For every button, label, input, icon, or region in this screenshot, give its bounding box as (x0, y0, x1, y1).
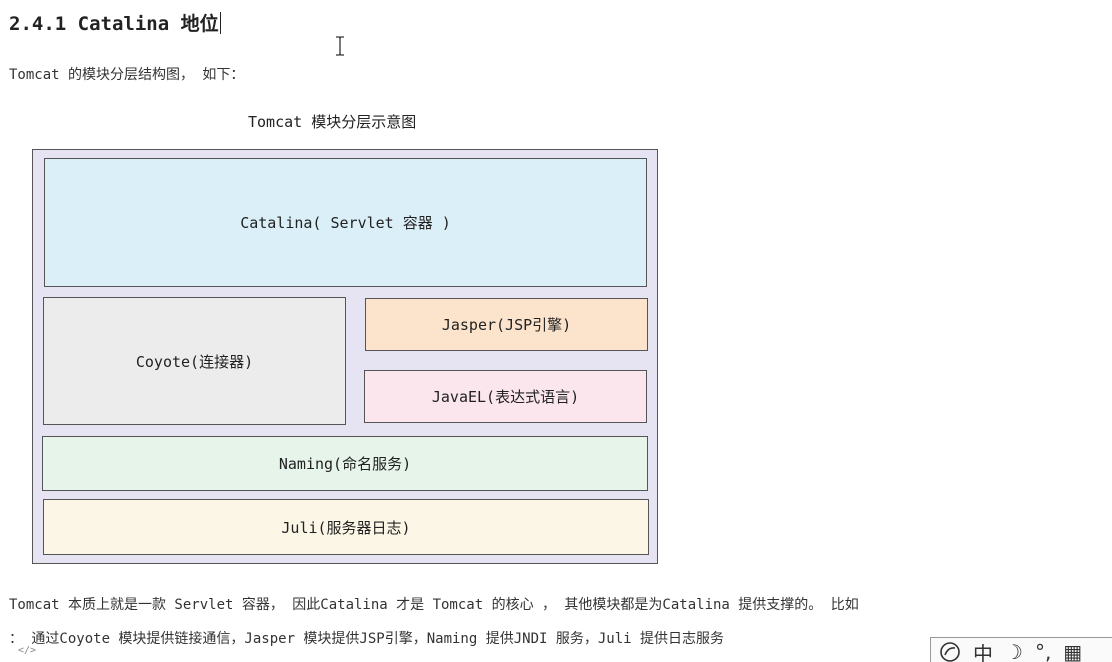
ime-moon-icon[interactable]: ☽ (1005, 640, 1023, 662)
coyote-module: Coyote(连接器) (43, 297, 346, 425)
catalina-module: Catalina( Servlet 容器 ) (44, 158, 647, 287)
ime-keyboard-icon[interactable]: ▦ (1063, 640, 1083, 662)
ibeam-cursor-icon (336, 36, 344, 56)
ime-chinese-mode-button[interactable]: 中 (973, 641, 993, 662)
section-heading-text: 2.4.1 Catalina 地位 (9, 13, 219, 35)
section-heading: 2.4.1 Catalina 地位 (9, 9, 221, 36)
naming-module: Naming(命名服务) (42, 436, 648, 491)
paragraph-line-1: Tomcat 本质上就是一款 Servlet 容器， 因此Catalina 才是… (9, 597, 859, 613)
javael-module: JavaEL(表达式语言) (364, 370, 647, 423)
intro-text: Tomcat 的模块分层结构图， 如下： (9, 67, 245, 83)
ime-punctuation-button[interactable]: °, (1034, 640, 1052, 662)
ime-logo-icon[interactable] (939, 641, 961, 662)
tomcat-layer-diagram: Catalina( Servlet 容器 ) Coyote(连接器) Jaspe… (32, 149, 658, 564)
diagram-title: Tomcat 模块分层示意图 (248, 113, 417, 131)
code-marker-icon: </> (18, 645, 37, 656)
jasper-module: Jasper(JSP引擎) (365, 298, 648, 351)
text-caret (219, 12, 221, 34)
juli-module: Juli(服务器日志) (43, 499, 649, 555)
paragraph-line-2: ： 通过Coyote 模块提供链接通信，Jasper 模块提供JSP引擎，Nam… (9, 631, 725, 647)
ime-toolbar[interactable]: 中 ☽ °, ▦ (930, 637, 1112, 662)
